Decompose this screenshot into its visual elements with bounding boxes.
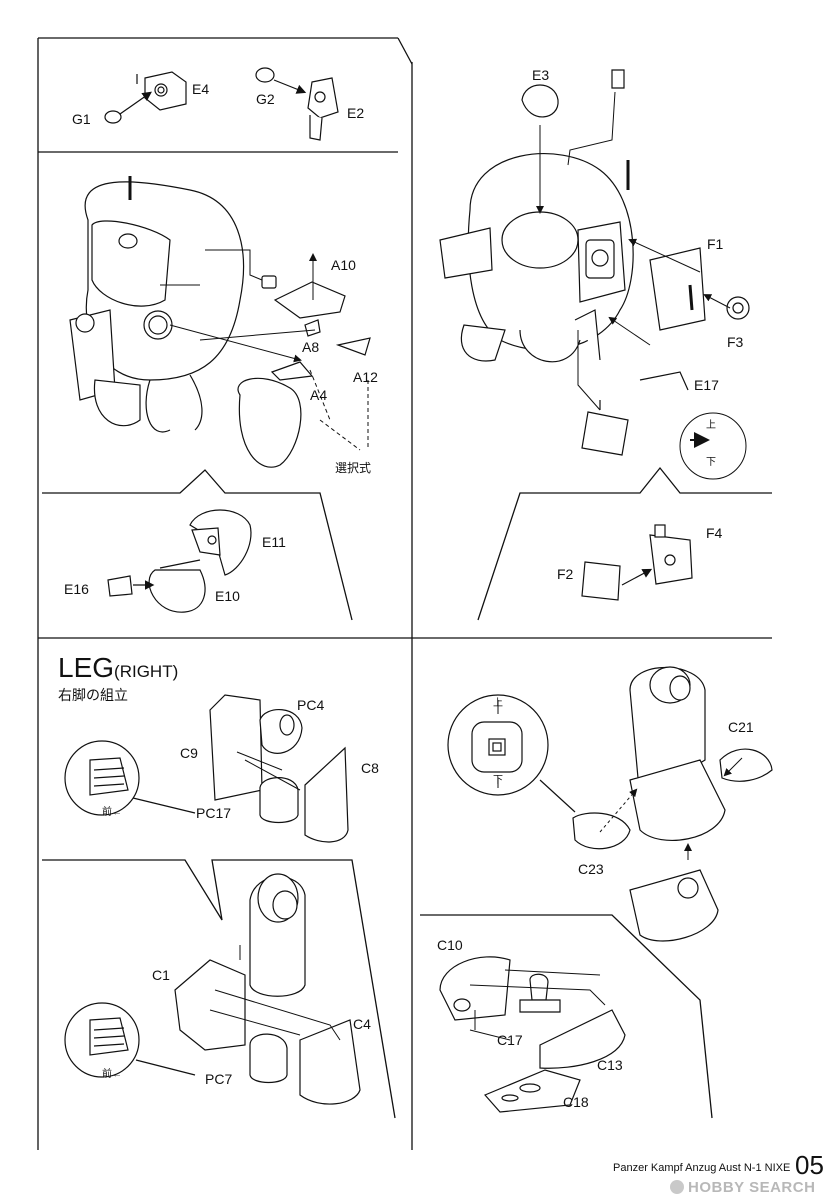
leg-c1-c4-pc7 [64,873,361,1105]
label-c23: C23 [578,861,604,877]
label-up-1: 上 [493,698,503,709]
label-c10: C10 [437,937,463,953]
label-front-bottom: 前← [102,1069,122,1080]
section-title-text: LEG [58,652,115,683]
label-c9: C9 [180,745,198,761]
page-number: 05 [795,1150,824,1180]
label-e4: E4 [192,81,210,97]
watermark-logo-icon [670,1180,684,1194]
label-option-note: 選択式 [335,461,372,475]
label-c18: C18 [563,1094,589,1110]
section-subtitle: (RIGHT) [114,662,179,681]
label-f3: F3 [727,334,744,350]
callout-f2-box [477,466,772,621]
label-e3: E3 [532,67,550,83]
label-c8: C8 [361,760,379,776]
label-c17: C17 [497,1032,523,1048]
label-c1: C1 [152,967,170,983]
label-c13: C13 [597,1057,623,1073]
watermark-brand: HOBBY SEARCH [688,1179,816,1196]
label-a4: A4 [310,387,328,403]
label-e10: E10 [215,588,240,604]
head-body-left [69,176,371,468]
label-a8: A8 [302,339,320,355]
section-title: LEG(RIGHT) [58,652,178,684]
label-a10: A10 [331,257,356,273]
label-f2: F2 [557,566,574,582]
label-up-2: 上 [706,420,716,431]
f2-f4-parts [581,524,693,601]
e10-e11-e16-parts [107,509,252,613]
label-pc17: PC17 [196,805,232,821]
label-e2: E2 [347,105,365,121]
label-down-1: 下 [493,775,503,786]
label-g1: G1 [72,111,91,127]
leg-c9-c8-pc17 [64,694,349,843]
footer-product-name: Panzer Kampf Anzug Aust N-1 NIXE [613,1162,791,1174]
callout-c1-box [42,859,396,1119]
label-pc7: PC7 [205,1071,233,1087]
label-f4: F4 [706,525,723,541]
leg-c21-c23 [447,666,773,942]
label-g2: G2 [256,91,275,107]
label-e11: E11 [262,534,286,550]
label-f1: F1 [707,236,724,252]
label-front-top: 前← [102,807,122,818]
callout-c10-box [420,914,713,1119]
e4-g1-assembly [104,71,187,124]
label-c4: C4 [353,1016,371,1032]
label-e16: E16 [64,581,89,597]
head-body-right [439,69,750,456]
section-japanese-title: 右脚の組立 [58,687,128,703]
label-e17: E17 [694,377,719,393]
leg-c10-c17-c13-c18 [439,956,626,1113]
label-a12: A12 [353,369,378,385]
callout-e10-box [42,469,353,621]
label-c21: C21 [728,719,754,735]
e2-g2-assembly [255,67,339,141]
label-pc4: PC4 [297,697,325,713]
label-down-2: 下 [706,457,716,468]
